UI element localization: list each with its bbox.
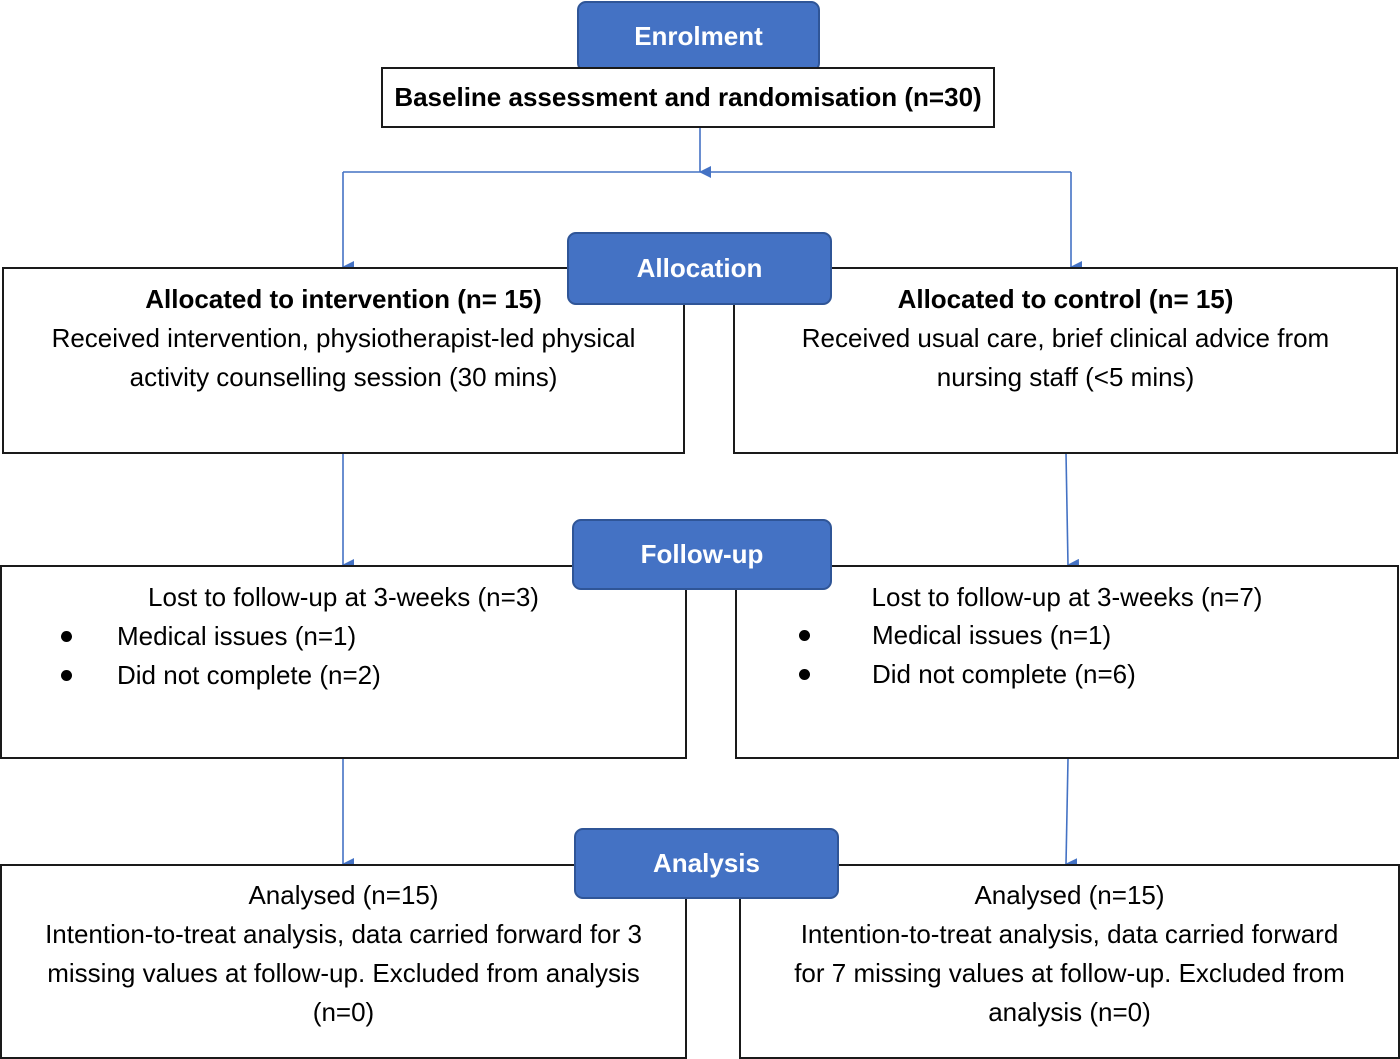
intervention-lost-list: Medical issues (n=1) Did not complete (n… [2,617,685,695]
intervention-analysed-line-2: missing values at follow-up. Excluded fr… [47,958,640,988]
list-item: Did not complete (n=6) [737,655,1397,694]
intervention-analysed-title: Analysed (n=15) [248,880,439,910]
control-allocated-line-2: nursing staff (<5 mins) [936,362,1195,392]
stage-follow-up-label: Follow-up [640,539,764,569]
baseline-text: Baseline assessment and randomisation (n… [394,82,982,112]
control-analysed-line-2: for 7 missing values at follow-up. Exclu… [794,958,1345,988]
intervention-lost-item-1: Medical issues (n=1) [117,621,357,651]
control-allocated-title: Allocated to control (n= 15) [897,284,1234,314]
arrow-control-followup [1065,452,1080,571]
control-lost-list: Medical issues (n=1) Did not complete (n… [737,616,1397,694]
list-item: Medical issues (n=1) [737,616,1397,655]
bullet-icon [61,670,72,681]
stage-allocation: Allocation [567,232,832,305]
control-lost-box: Lost to follow-up at 3-weeks (n=7) Medic… [735,565,1399,759]
baseline-box: Baseline assessment and randomisation (n… [381,67,995,128]
intervention-analysed-line-1: Intention-to-treat analysis, data carrie… [45,919,642,949]
stage-enrolment-label: Enrolment [634,21,763,51]
stage-analysis: Analysis [574,828,839,899]
control-allocated-box: Allocated to control (n= 15) Received us… [733,267,1398,454]
control-analysed-line-1: Intention-to-treat analysis, data carrie… [800,919,1339,949]
bullet-icon [799,630,810,641]
intervention-lost-title: Lost to follow-up at 3-weeks (n=3) [148,582,539,612]
intervention-lost-box: Lost to follow-up at 3-weeks (n=3) Medic… [0,565,687,759]
intervention-allocated-line-2: activity counselling session (30 mins) [129,362,558,392]
stage-allocation-label: Allocation [636,253,763,283]
intervention-allocated-title: Allocated to intervention (n= 15) [145,284,542,314]
control-lost-item-2: Did not complete (n=6) [872,659,1136,689]
intervention-allocated-line-1: Received intervention, physiotherapist-l… [51,323,636,353]
bullet-icon [61,631,72,642]
control-lost-title: Lost to follow-up at 3-weeks (n=7) [871,582,1263,612]
control-lost-item-1: Medical issues (n=1) [872,620,1112,650]
stage-enrolment: Enrolment [577,1,820,72]
list-item: Did not complete (n=2) [2,656,685,695]
bullet-icon [799,669,810,680]
control-allocated-line-1: Received usual care, brief clinical advi… [801,323,1330,353]
stage-follow-up: Follow-up [572,519,832,590]
intervention-analysed-box: Analysed (n=15) Intention-to-treat analy… [0,864,687,1059]
stage-analysis-label: Analysis [653,848,760,878]
control-analysed-line-3: analysis (n=0) [988,997,1151,1027]
control-analysed-box: Analysed (n=15) Intention-to-treat analy… [739,864,1400,1059]
list-item: Medical issues (n=1) [2,617,685,656]
control-analysed-title: Analysed (n=15) [974,880,1165,910]
arrow-control-analysis [1065,758,1078,871]
intervention-lost-item-2: Did not complete (n=2) [117,660,381,690]
intervention-analysed-line-3: (n=0) [312,997,375,1027]
